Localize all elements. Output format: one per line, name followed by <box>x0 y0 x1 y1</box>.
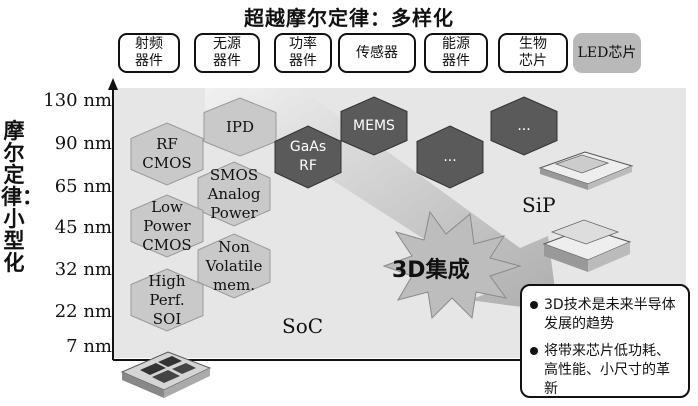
diagram-title: 超越摩尔定律：多样化 <box>244 6 454 30</box>
soc-chip-icon <box>120 351 212 398</box>
y-tick-22nm: 22 nm <box>54 301 112 322</box>
y-tick-130nm: 130 nm <box>43 90 112 111</box>
sip-label: SiP <box>522 193 556 217</box>
note-item: 将带来芯片低功耗、高性能、小尺寸的革新 <box>530 342 682 399</box>
sip-module-icon-top <box>538 151 634 190</box>
integration-starburst <box>382 210 522 320</box>
3d-integration-label: 3D集成 <box>392 258 470 283</box>
y-tick-90nm: 90 nm <box>54 133 112 154</box>
sip-module-icon-bottom <box>542 219 632 272</box>
soc-hexagon <box>130 194 204 258</box>
y-axis-arrowhead <box>108 78 118 90</box>
soc-hexagon <box>203 97 277 157</box>
category-sensors: 传感器 <box>338 33 416 73</box>
sip-hexagon-label: ... <box>517 117 531 134</box>
category-energy-devices: 能源器件 <box>424 33 488 73</box>
soc-hexagon <box>197 161 271 227</box>
y-tick-45nm: 45 nm <box>54 217 112 238</box>
hexagon-layer <box>130 96 558 332</box>
y-tick-32nm: 32 nm <box>54 259 112 280</box>
category-passive-devices: 无源器件 <box>194 33 260 73</box>
sip-hexagon <box>340 96 408 156</box>
category-power-devices: 功率器件 <box>274 33 332 73</box>
sip-hexagon <box>274 125 342 189</box>
category-rf-devices: 射频器件 <box>118 33 180 73</box>
soc-hexagon-label: IPD <box>225 117 255 136</box>
soc-hexagon <box>197 233 271 299</box>
soc-hexagon <box>130 268 204 332</box>
note-box: 3D技术是未来半导体发展的趋势 将带来芯片低功耗、高性能、小尺寸的革新 <box>520 284 690 398</box>
sip-hexagon-label: MEMS <box>353 117 395 134</box>
y-tick-65nm: 65 nm <box>54 176 112 197</box>
sip-hexagon <box>490 96 558 156</box>
category-biochips: 生物芯片 <box>498 33 568 73</box>
soc-label: SoC <box>282 314 324 338</box>
sip-hexagon <box>416 125 484 189</box>
note-item: 3D技术是未来半导体发展的趋势 <box>530 296 682 334</box>
sip-hexagon-label: ... <box>443 148 457 165</box>
soc-hexagon <box>130 122 204 186</box>
y-tick-7nm: 7 nm <box>66 336 112 357</box>
category-led-chips: LED芯片 <box>573 33 641 73</box>
